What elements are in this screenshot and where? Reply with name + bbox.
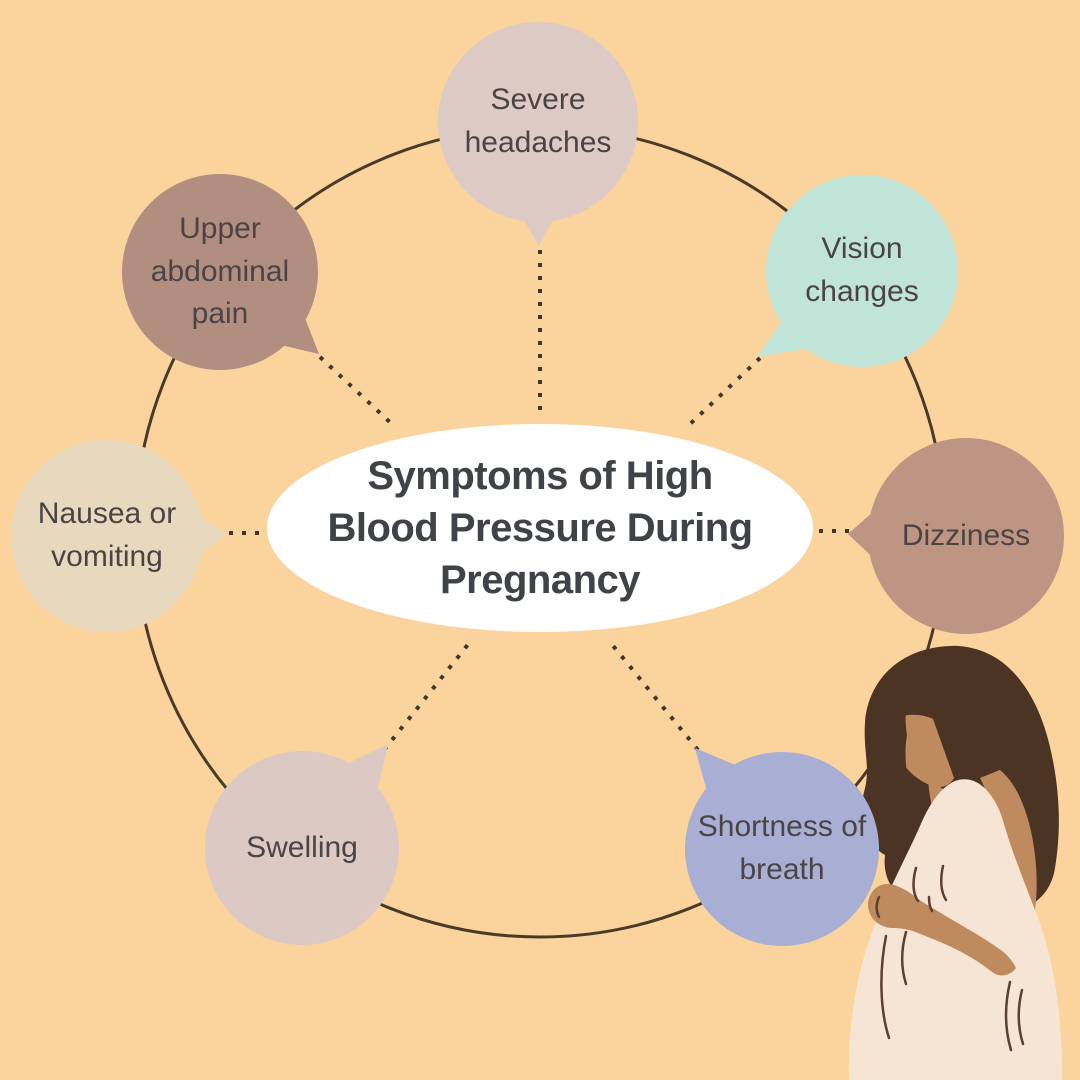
finger-line [875, 895, 881, 919]
bubble-label: Dizziness [901, 518, 1031, 552]
bubble-nausea-or-vomiting: Nausea or vomiting [11, 440, 203, 632]
bubble-label: Upper abdominal pain [150, 212, 290, 331]
title-line-1: Symptoms of High [367, 454, 713, 498]
title-line-3: Pregnancy [439, 558, 641, 602]
chest-line-right [940, 864, 948, 902]
bubble-label: Shortness of breath [697, 810, 867, 886]
page-title: Symptoms of High Blood Pressure During P… [270, 424, 810, 632]
woman-forearm-hand [867, 883, 1016, 976]
bubble-label: Vision changes [805, 232, 919, 308]
bubble-label: Severe headaches [464, 83, 612, 159]
woman-front-hair [876, 682, 930, 834]
title-line-2: Blood Pressure During [327, 506, 753, 550]
pregnant-woman-illustration [848, 645, 1063, 1080]
hip-line-short [1017, 988, 1025, 1046]
dress-detail-lines [875, 864, 1025, 1052]
bubble-swelling: Swelling [205, 751, 399, 945]
bubble-dizziness: Dizziness [868, 438, 1064, 634]
hip-line-long [1004, 980, 1013, 1052]
bubble-shortness-of-breath: Shortness of breath [685, 752, 879, 946]
center-ellipse [267, 424, 813, 632]
belly-line-short [901, 930, 908, 986]
spoke-shortness-of-breath [608, 640, 700, 752]
belly-line-long [880, 934, 891, 1040]
bubble-vision-changes: Vision changes [766, 175, 958, 367]
bubble-upper-abdominal-pain: Upper abdominal pain [122, 174, 318, 370]
dotted-spokes [229, 250, 849, 752]
bubble-label: Swelling [246, 830, 358, 864]
chest-line-small [927, 895, 934, 913]
spoke-vision-changes [686, 356, 762, 428]
bubble-severe-headaches: Severe headaches [438, 22, 638, 222]
chest-line-left [912, 866, 920, 903]
spoke-swelling [382, 640, 472, 752]
spoke-upper-abdominal-pain [318, 355, 396, 428]
bubble-label: Nausea or vomiting [37, 497, 177, 573]
